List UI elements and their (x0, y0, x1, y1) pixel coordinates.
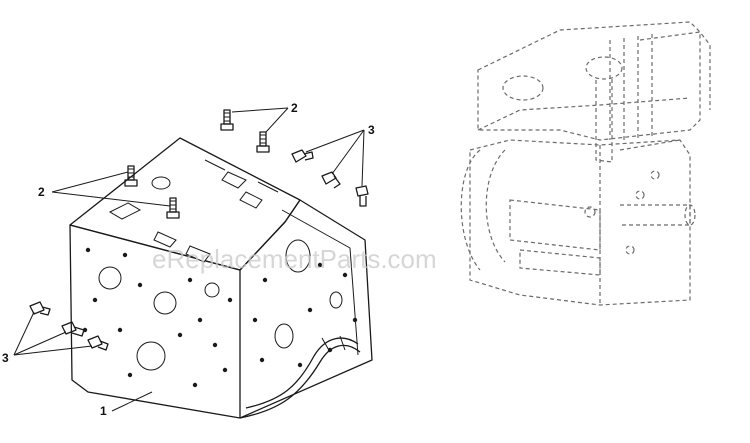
mounting-frame (69, 137, 373, 419)
callout-stud-top: 2 (291, 101, 298, 115)
stud-group-top (220, 109, 270, 153)
leader-lines (13, 107, 365, 412)
callout-bolt-left: 3 (2, 351, 9, 365)
watermark: eReplacementParts.com (152, 244, 437, 274)
bolt-group-left (29, 301, 109, 351)
bolt-6 (87, 335, 109, 351)
bolt-5 (61, 321, 85, 337)
bolt-group-top (291, 149, 369, 207)
callout-stud-left: 2 (38, 185, 45, 199)
callout-bolt-top: 3 (368, 123, 375, 137)
bolt-3 (355, 185, 369, 207)
stud-group-left (124, 165, 180, 219)
engine-reference-outline (460, 21, 711, 306)
stud-4 (166, 197, 180, 219)
stud-1 (220, 109, 234, 131)
bolt-4 (29, 301, 51, 316)
stud-3 (124, 165, 138, 187)
bolt-1 (291, 149, 314, 163)
stud-2 (256, 131, 270, 153)
bolt-2 (321, 171, 341, 189)
callout-frame: 1 (100, 404, 107, 418)
